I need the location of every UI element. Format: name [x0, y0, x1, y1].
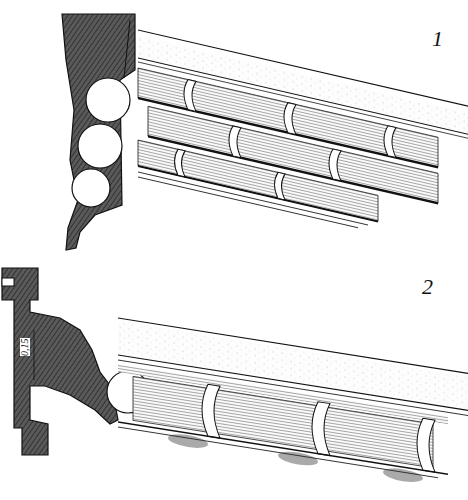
profile-section-1 — [62, 14, 135, 250]
figure-number: 1 — [432, 28, 443, 50]
cornice-perspective-2 — [118, 318, 468, 491]
figure-number: 2 — [422, 276, 433, 298]
dimension-label: 0,15 — [20, 339, 30, 357]
cornice-perspective-1 — [138, 30, 468, 253]
